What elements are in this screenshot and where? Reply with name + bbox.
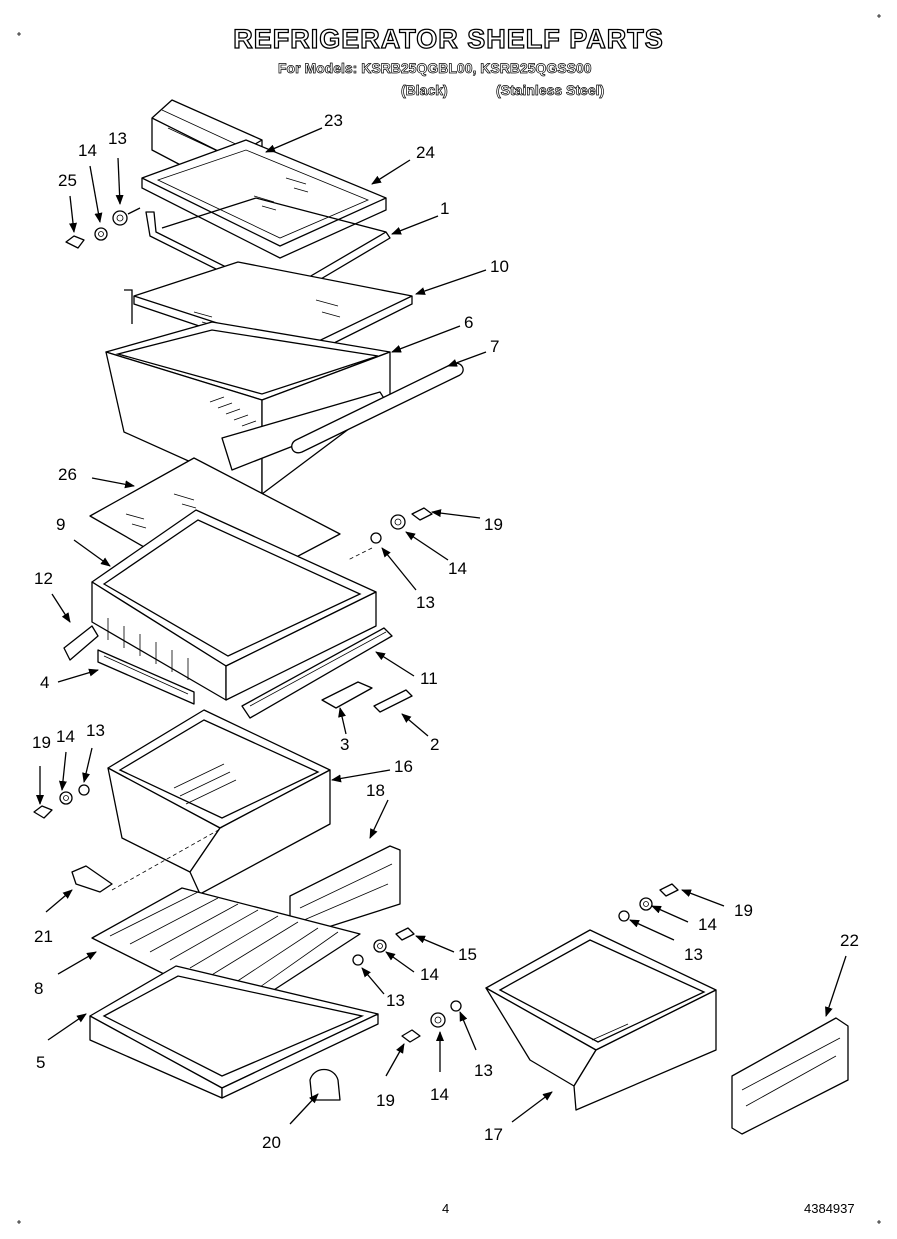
callout-13-left: 13 <box>86 721 105 740</box>
callout-13-top: 13 <box>108 129 127 148</box>
hardware-set-mid-left <box>33 784 90 819</box>
callout-10: 10 <box>490 257 509 276</box>
callout-7: 7 <box>490 337 499 356</box>
callout-19-right: 19 <box>734 901 753 920</box>
callout-21: 21 <box>34 927 53 946</box>
part-2-bracket <box>373 689 413 713</box>
callout-numbers: 23 24 1 10 6 7 13 14 25 26 9 19 14 13 12… <box>32 111 859 1152</box>
part-22-crisper-front-right <box>731 1017 849 1135</box>
part-17-crisper-pan-right <box>485 929 717 1111</box>
hardware-set-lower-center <box>401 1000 462 1043</box>
callout-18: 18 <box>366 781 385 800</box>
part-21-clip <box>71 865 113 893</box>
callout-19-mid: 19 <box>484 515 503 534</box>
callout-4: 4 <box>40 673 49 692</box>
callout-9: 9 <box>56 515 65 534</box>
hardware-set-top-left <box>65 207 141 249</box>
callout-22: 22 <box>840 931 859 950</box>
callout-25: 25 <box>58 171 77 190</box>
callout-14-left: 14 <box>56 727 75 746</box>
callout-15: 15 <box>458 945 477 964</box>
callout-2: 2 <box>430 735 439 754</box>
part-12-slide-rail-left <box>63 625 99 661</box>
callout-14-right: 14 <box>698 915 717 934</box>
callout-14-lower: 14 <box>430 1085 449 1104</box>
variant-black-label: (Black) <box>401 82 448 99</box>
hardware-set-right <box>618 883 679 922</box>
callout-13-mid: 13 <box>416 593 435 612</box>
callout-20: 20 <box>262 1133 281 1152</box>
part-11-crisper-slide-right <box>241 627 393 719</box>
part-5-crisper-cover-frame <box>89 965 379 1099</box>
leader-lines <box>36 127 847 1125</box>
callout-8: 8 <box>34 979 43 998</box>
hardware-set-middle-right <box>370 507 433 544</box>
part-6-deli-drawer <box>105 321 391 495</box>
callout-16: 16 <box>394 757 413 776</box>
part-16-crisper-pan <box>107 709 331 895</box>
callout-14-top: 14 <box>78 141 97 160</box>
callout-24: 24 <box>416 143 435 162</box>
hardware-set-center <box>352 927 415 966</box>
variant-stainless-label: (Stainless Steel) <box>496 82 605 99</box>
callout-13-center: 13 <box>386 991 405 1010</box>
callout-23: 23 <box>324 111 343 130</box>
callout-11: 11 <box>420 669 438 688</box>
callout-14-mid: 14 <box>448 559 467 578</box>
document-code: 4384937 <box>804 1201 855 1216</box>
callout-13-lower: 13 <box>474 1061 493 1080</box>
models-line: For Models: KSRB25QGBL00, KSRB25QGSS00 <box>278 60 592 77</box>
callout-26: 26 <box>58 465 77 484</box>
page-title: REFRIGERATOR SHELF PARTS <box>233 23 664 54</box>
callout-14-center: 14 <box>420 965 439 984</box>
callout-19-center: 19 <box>376 1091 395 1110</box>
callout-17: 17 <box>484 1125 503 1144</box>
part-20-clip <box>309 1068 341 1101</box>
callout-13-right: 13 <box>684 945 703 964</box>
callout-3: 3 <box>340 735 349 754</box>
callout-6: 6 <box>464 313 473 332</box>
part-9-crisper-cover-frame <box>91 509 377 701</box>
registration-marks <box>17 14 881 1224</box>
callout-1: 1 <box>440 199 449 218</box>
part-24-upper-shelf <box>141 139 387 259</box>
part-4-crisper-slide <box>97 649 195 705</box>
callout-19-left: 19 <box>32 733 51 752</box>
callout-5: 5 <box>36 1053 45 1072</box>
callout-12: 12 <box>34 569 53 588</box>
part-1-shelf-frame <box>145 197 391 303</box>
page-number: 4 <box>442 1201 450 1216</box>
part-3-bracket <box>321 681 373 709</box>
